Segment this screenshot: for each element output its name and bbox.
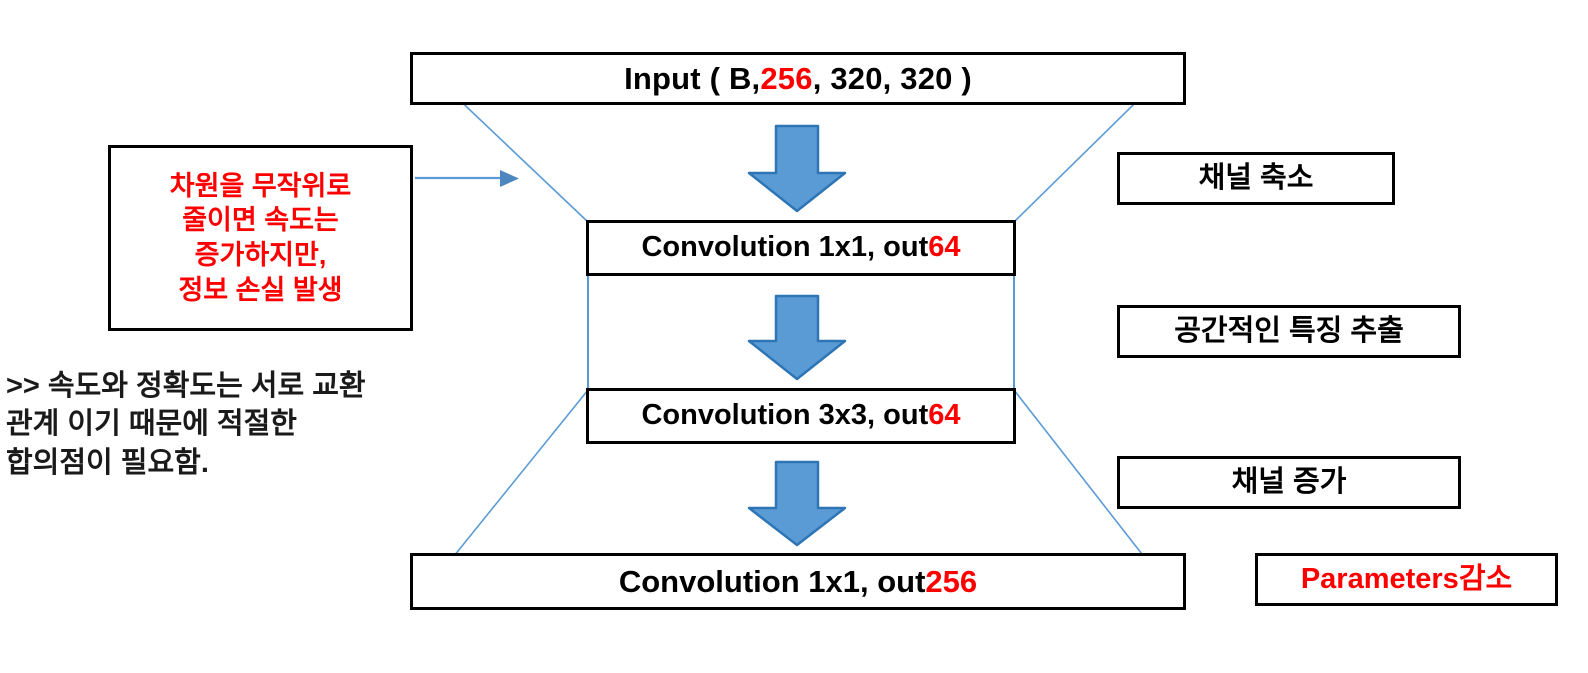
note-pointer-arrow [415,170,519,187]
label-spatial-feature-box: 공간적인 특징 추출 [1117,305,1461,358]
arrow-conv1-to-conv2-icon [747,294,847,381]
input-box: Input ( B, 256, 320, 320 ) [410,52,1186,105]
conv-1x1-out64-box: Convolution 1x1, out 64 [586,220,1016,276]
label-channel-increase-box: 채널 증가 [1117,456,1461,509]
input-text-prefix: Input ( B, [624,60,761,96]
label-spatial-feature-text: 공간적인 특징 추출 [1174,314,1404,347]
input-text-suffix: , 320, 320 ) [812,60,972,96]
conv-1x1-out256-box: Convolution 1x1, out 256 [410,553,1186,610]
input-channel-value: 256 [760,60,813,96]
conv-3x3-out64-box: Convolution 3x3, out 64 [586,388,1016,444]
conv3-text-prefix: Convolution 1x1, out [618,563,926,599]
conv3-out-value: 256 [925,563,978,599]
label-parameters-suffix: 감소 [1458,562,1513,595]
label-channel-reduce-box: 채널 축소 [1117,152,1395,205]
label-channel-increase-text: 채널 증가 [1231,465,1347,498]
note-line-4: 정보 손실 발생 [178,274,343,305]
conv1-text-prefix: Convolution 1x1, out [641,231,929,264]
arrow-input-to-conv1-icon [747,124,847,213]
note-line-2: 줄이면 속도는 [182,205,339,236]
label-parameters-prefix: Parameters [1300,562,1459,595]
speed-accuracy-tradeoff-note: >> 속도와 정확도는 서로 교환 관계 이기 때문에 적절한 합의점이 필요함… [6,370,366,479]
note-line-1: 차원을 무작위로 [169,170,352,201]
dimension-reduction-note-box: 차원을 무작위로 줄이면 속도는 증가하지만, 정보 손실 발생 [108,145,413,331]
label-parameters-decrease-box: Parameters 감소 [1255,553,1558,606]
note-line-3: 증가하지만, [194,240,327,270]
conv2-out-value: 64 [928,399,961,432]
conv2-text-prefix: Convolution 3x3, out [641,399,929,432]
arrow-conv2-to-conv3-icon [747,460,847,547]
label-channel-reduce-text: 채널 축소 [1198,161,1314,194]
conv1-out-value: 64 [928,231,961,264]
